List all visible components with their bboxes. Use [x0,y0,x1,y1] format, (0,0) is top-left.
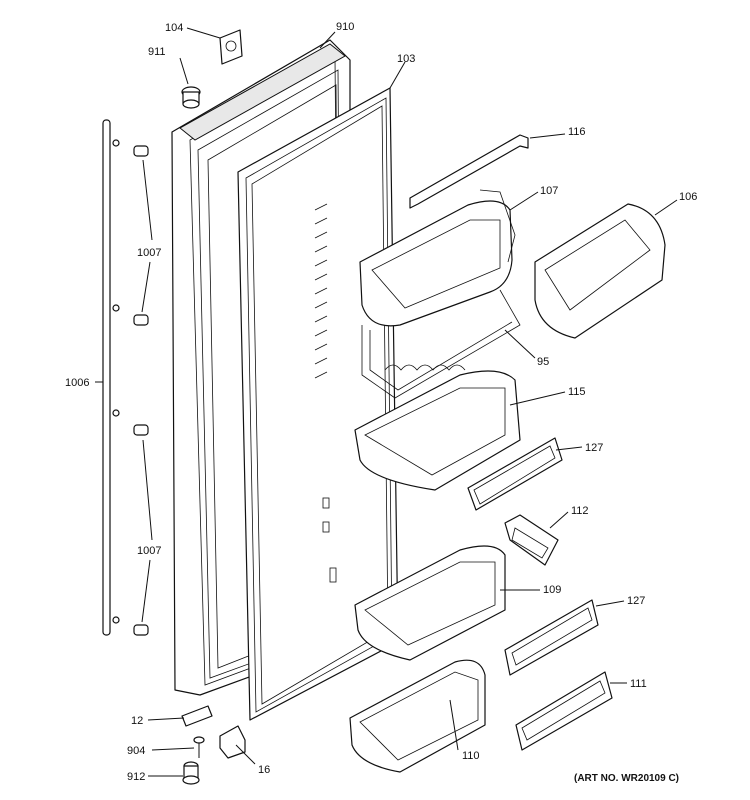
dairy-bin [359,189,516,327]
callout-116: 116 [568,126,586,138]
liner-shelf-supports [314,203,337,583]
hinge-rod [102,119,120,636]
callout-127-upper: 127 [585,442,603,454]
callout-110: 110 [462,750,480,762]
callout-112: 112 [571,505,589,517]
callout-107: 107 [540,185,558,197]
shelf-rail [409,134,529,209]
callout-109: 109 [543,584,561,596]
leader-lines [95,27,678,777]
callout-104: 104 [165,22,183,34]
callout-127-lower: 127 [627,595,645,607]
callout-16: 16 [258,764,270,776]
callout-95: 95 [537,356,549,368]
hinge-bracket [181,705,213,727]
hinge-clips [133,145,153,636]
crisper-cover [534,203,666,339]
small-cover [504,514,559,566]
callout-1007-lower: 1007 [137,545,161,557]
model-label [219,29,243,65]
callout-912: 912 [127,771,145,783]
bin-trim-upper [467,437,563,511]
bin-trim-lower [504,599,599,676]
callout-115: 115 [568,386,586,398]
hinge-pin [182,761,200,785]
callout-1007-upper: 1007 [137,247,161,259]
callout-1006: 1006 [65,377,89,389]
hinge-cam [219,725,246,759]
door-bin-bottom [349,659,486,773]
callout-103: 103 [397,53,415,65]
callout-904: 904 [127,745,145,757]
callout-111: 111 [630,678,647,690]
hinge-screw [193,736,205,758]
door-bin-upper [354,370,521,491]
door-bin-middle [354,545,506,661]
callout-12: 12 [131,715,143,727]
callout-106: 106 [679,191,697,203]
callout-910: 910 [336,21,354,33]
top-plug [181,86,201,109]
bin-trim-bottom [515,671,613,751]
art-number: (ART NO. WR20109 C) [574,773,679,784]
wine-rack [361,289,521,399]
callout-911: 911 [148,46,166,58]
